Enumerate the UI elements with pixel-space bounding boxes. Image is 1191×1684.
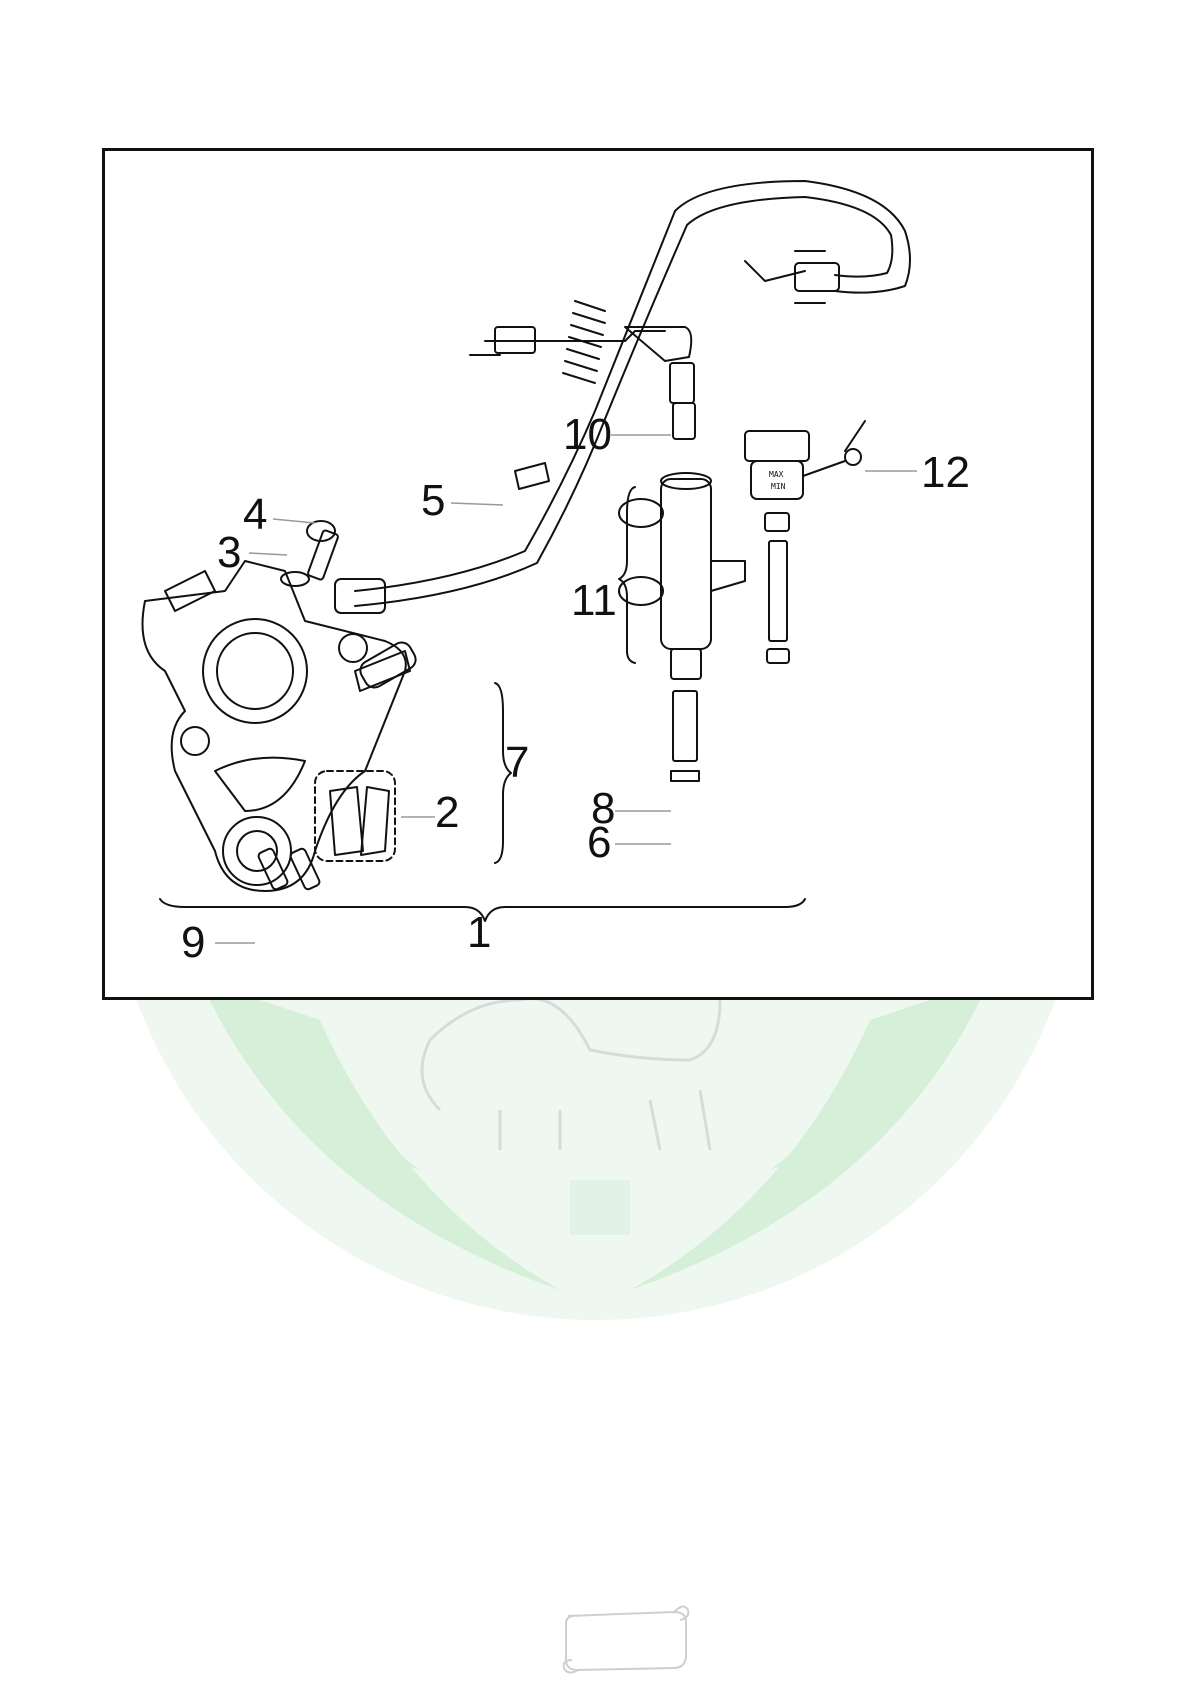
callout-8: 8 [591, 784, 615, 833]
brace-item-11 [619, 487, 635, 663]
master-cylinder [619, 473, 745, 781]
watermark-base [570, 1180, 630, 1235]
callout-9: 9 [181, 918, 205, 967]
callout-11: 11 [571, 576, 617, 625]
callout-4: 4 [243, 490, 267, 539]
brake-caliper [143, 561, 420, 891]
hose-grommet [515, 463, 549, 489]
parts-diagram-frame: MAX MIN 1 2 3 4 5 6 7 8 9 10 11 12 [102, 148, 1094, 1000]
callout-12: 12 [921, 448, 970, 497]
reservoir-min-label: MIN [771, 482, 786, 491]
brake-assembly-diagram: MAX MIN 1 2 3 4 5 6 7 8 9 10 11 12 [105, 151, 1091, 997]
sealing-washer [281, 572, 309, 586]
callout-10: 10 [563, 410, 612, 459]
reservoir-max-label: MAX [769, 470, 784, 479]
banjo-bolt [307, 530, 338, 581]
lock-nut [671, 771, 699, 781]
brake-hose [335, 181, 910, 613]
callout-2: 2 [435, 788, 459, 837]
brake-pads [315, 771, 395, 861]
callout-5: 5 [421, 476, 445, 525]
callout-3: 3 [217, 528, 241, 577]
hose-fitting-upper [795, 263, 839, 291]
callout-7: 7 [505, 738, 529, 787]
brake-fluid-reservoir [745, 421, 865, 663]
callout-1: 1 [467, 908, 491, 957]
hose-fitting-lower [335, 579, 385, 613]
push-rod [673, 691, 697, 761]
scroll-ornament-icon [556, 1598, 696, 1676]
leader-lines [215, 435, 917, 943]
